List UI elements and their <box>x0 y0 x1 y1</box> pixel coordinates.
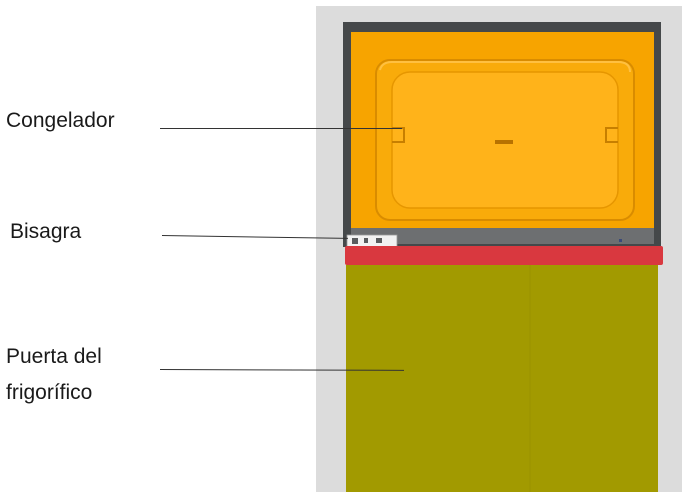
hinge-strip-dot <box>619 239 622 242</box>
hinge-detail-3 <box>376 238 382 243</box>
hinge-strip <box>351 228 654 244</box>
tray-clip-right <box>605 127 618 143</box>
hinge-detail-2 <box>364 238 368 243</box>
freezer-leader-line <box>160 128 402 129</box>
fridge-door <box>346 265 658 492</box>
hinge-detail-1 <box>352 238 358 244</box>
freezer-label: Congelador <box>6 109 115 132</box>
tray-slot-center <box>495 140 513 144</box>
hinge-label: Bisagra <box>10 220 82 243</box>
door-top-band <box>345 246 663 265</box>
fridge-door-label-line1: Puerta del <box>6 345 102 368</box>
freezer-tray-shade <box>379 61 631 73</box>
fridge-door-label-line2: frigorífico <box>6 381 93 404</box>
